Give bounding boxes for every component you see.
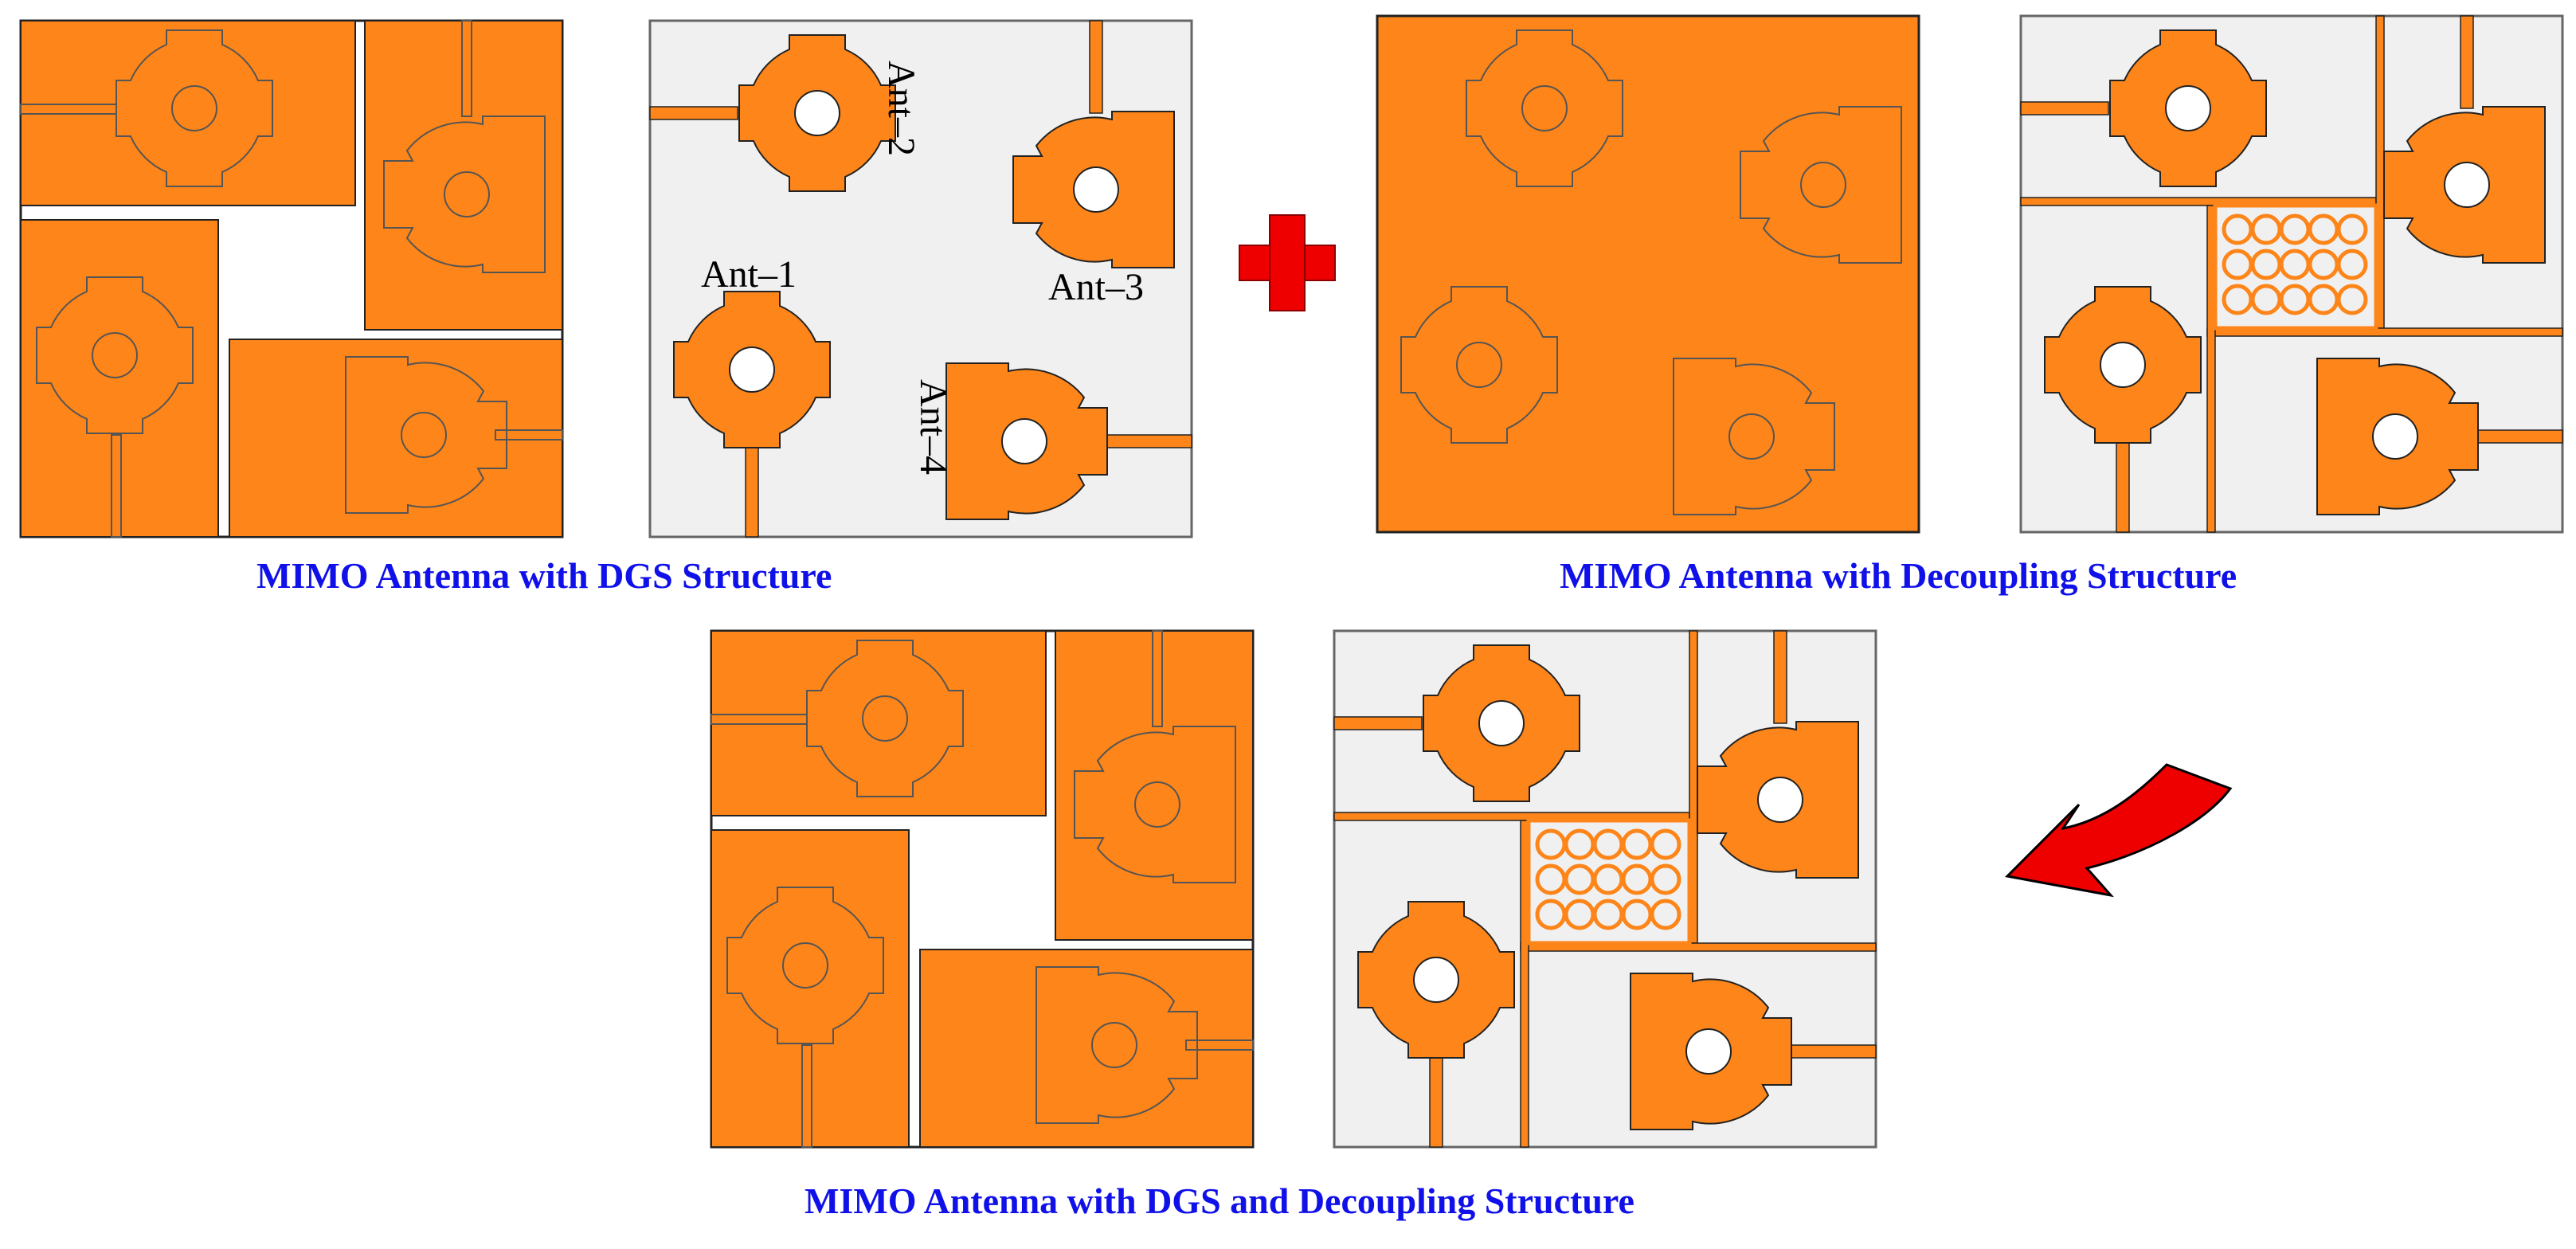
dgs-slot-outline xyxy=(383,116,546,273)
panel-decoupling-patch xyxy=(2019,14,2564,534)
antenna-3 xyxy=(2383,15,2546,264)
feed-line xyxy=(1429,1052,1443,1148)
dgs-feed-slot xyxy=(461,20,472,117)
radiating-patch xyxy=(2109,29,2267,187)
antenna-1 xyxy=(1357,901,1515,1148)
decoupling-frame xyxy=(1526,818,1692,946)
dgs-feed-slot xyxy=(1152,630,1163,727)
dgs-slot-outline xyxy=(36,276,194,434)
feed-line xyxy=(1784,1044,1877,1059)
antenna-3 xyxy=(1012,20,1175,268)
dgs-feed-slot xyxy=(711,714,808,725)
curved-arrow-shape xyxy=(2004,763,2233,898)
dgs-slot-outline xyxy=(726,887,884,1044)
decoupling-frame xyxy=(2213,203,2378,331)
label-ant-4: Ant–4 xyxy=(912,379,954,475)
plus-vertical xyxy=(1269,214,1306,311)
dgs-feed-slot xyxy=(111,434,122,538)
antenna-4 xyxy=(945,362,1192,520)
antenna-1 xyxy=(673,291,831,538)
feed-line xyxy=(1100,434,1192,448)
panel-combined-patch xyxy=(1333,629,1877,1149)
caption-dgs-and-decoupling-structure: MIMO Antenna with DGS and Decoupling Str… xyxy=(805,1180,1634,1221)
feed-line xyxy=(649,106,738,120)
dgs-slot-outline xyxy=(806,640,964,797)
decoupling-strip xyxy=(1520,820,1529,1148)
patch-outline xyxy=(1673,358,1835,515)
antenna-4 xyxy=(2316,358,2563,515)
feed-line xyxy=(1773,630,1787,724)
feed-line xyxy=(745,442,759,538)
radiating-patch xyxy=(1012,111,1175,268)
dgs-feed-slot xyxy=(20,104,117,115)
antenna-2 xyxy=(649,34,896,192)
radiating-patch xyxy=(1630,973,1792,1130)
dgs-feed-slot xyxy=(801,1044,812,1148)
patch-outline xyxy=(1466,29,1623,187)
radiating-patch xyxy=(2044,286,2202,444)
dgs-slot-outline xyxy=(115,29,273,187)
decoupling-ring-array xyxy=(1526,818,1692,946)
label-ant-1: Ant–1 xyxy=(701,253,797,296)
radiating-patch xyxy=(2383,106,2546,264)
dgs-feed-slot xyxy=(1185,1040,1254,1051)
panel-dgs-ground xyxy=(19,19,564,538)
dgs-feed-slot xyxy=(495,429,563,440)
dgs-slot-outline xyxy=(1074,726,1236,883)
decoupling-ring-array xyxy=(2213,203,2378,331)
ground-quadrant xyxy=(20,219,219,538)
curved-arrow-icon xyxy=(2004,763,2233,898)
ground-quadrant xyxy=(364,20,563,331)
caption-decoupling-structure: MIMO Antenna with Decoupling Structure xyxy=(1560,555,2237,596)
label-ant-3: Ant–3 xyxy=(1048,266,1144,308)
antenna-2 xyxy=(1333,644,1580,802)
substrate-panel xyxy=(1333,629,1877,1149)
patch-outline xyxy=(1740,106,1902,264)
ground-quadrant xyxy=(919,949,1254,1148)
ground-plane-solid xyxy=(1376,14,1920,534)
antenna-4 xyxy=(1630,973,1877,1130)
antenna-3 xyxy=(1697,630,1859,879)
feed-line xyxy=(1333,716,1423,730)
feed-line xyxy=(2020,101,2109,116)
radiating-patch xyxy=(1423,644,1580,802)
label-ant-2: Ant–2 xyxy=(880,61,922,156)
dgs-slot-outline xyxy=(345,356,507,514)
antenna-1 xyxy=(2044,286,2202,533)
panel-combined-ground xyxy=(710,629,1255,1149)
radiating-patch xyxy=(1697,721,1859,879)
radiating-patch xyxy=(945,362,1108,520)
ground-quadrant xyxy=(229,339,563,538)
caption-dgs-structure: MIMO Antenna with DGS Structure xyxy=(256,555,832,596)
radiating-patch xyxy=(1357,901,1515,1059)
panel-decoupling-ground xyxy=(1376,14,1920,534)
feed-line xyxy=(2471,429,2563,444)
radiating-patch xyxy=(673,291,831,448)
antenna-2 xyxy=(2020,29,2267,187)
patch-outline xyxy=(1400,286,1558,444)
ground-quadrant xyxy=(711,829,910,1148)
radiating-patch xyxy=(2316,358,2479,515)
plus-sign-icon xyxy=(1239,214,1336,311)
radiating-patch xyxy=(738,34,896,192)
dgs-slot-outline xyxy=(1035,966,1198,1124)
substrate-panel xyxy=(2019,14,2564,534)
feed-line xyxy=(2116,437,2130,533)
decoupling-strip xyxy=(2206,205,2216,533)
feed-line xyxy=(2460,15,2474,109)
feed-line xyxy=(1089,20,1103,114)
ground-quadrant xyxy=(1055,630,1254,941)
